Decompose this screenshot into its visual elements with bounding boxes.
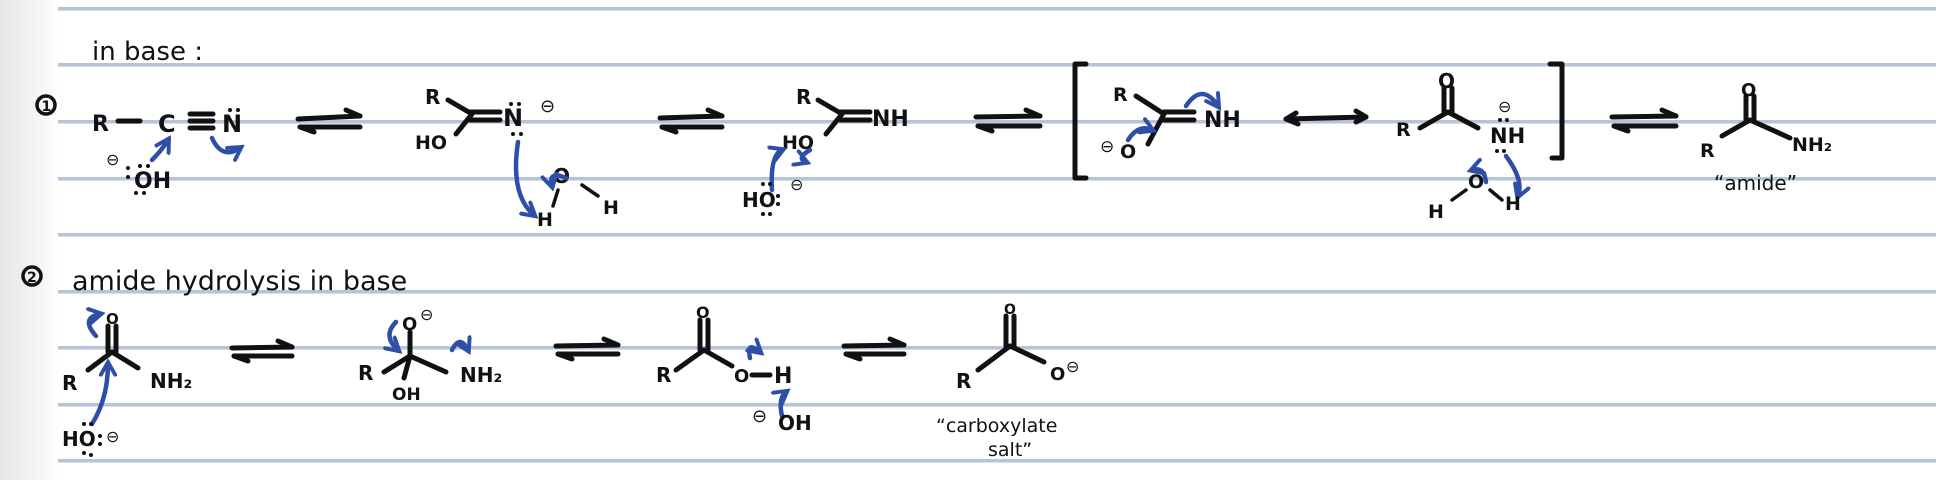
svg-text:HO: HO xyxy=(782,132,814,154)
resonance-structure-b: R O NH ⊖ O H H xyxy=(1396,69,1525,223)
svg-text:R: R xyxy=(425,85,440,109)
svg-text:R: R xyxy=(1113,84,1128,106)
section-2-marker: 2 xyxy=(21,265,43,287)
svg-text:N: N xyxy=(222,110,242,138)
svg-text:O: O xyxy=(696,303,710,322)
svg-text:O: O xyxy=(106,310,119,328)
svg-text:H: H xyxy=(774,364,792,389)
svg-text:O: O xyxy=(1004,302,1016,318)
imidic-acid: R NH HO HO ⊖ xyxy=(742,85,909,216)
svg-text:NH: NH xyxy=(872,107,909,132)
svg-text:C: C xyxy=(158,110,176,138)
right-bracket xyxy=(1547,61,1565,161)
rule-line xyxy=(58,63,1936,67)
svg-text:R: R xyxy=(656,363,671,387)
rule-line xyxy=(58,346,1936,350)
svg-text:O: O xyxy=(1050,364,1065,385)
rule-line xyxy=(58,459,1936,463)
svg-text:⊖: ⊖ xyxy=(1100,137,1114,157)
equilibrium-arrow xyxy=(553,336,621,362)
carboxylic-acid: R O O H ⊖ OH xyxy=(656,303,812,435)
svg-text:⊖: ⊖ xyxy=(540,96,555,117)
amide-reactant: R O NH₂ HO ⊖ xyxy=(62,310,192,457)
svg-text:R: R xyxy=(358,361,373,385)
equilibrium-arrow xyxy=(973,107,1043,134)
svg-text:H: H xyxy=(1505,193,1521,215)
svg-text:HO: HO xyxy=(742,188,776,212)
svg-text:1: 1 xyxy=(42,99,52,115)
svg-text:R: R xyxy=(1396,119,1411,141)
svg-text:O: O xyxy=(1468,171,1484,193)
carboxylate-label-line2: salt” xyxy=(988,439,1032,461)
left-bracket xyxy=(1072,61,1089,181)
equilibrium-arrow xyxy=(229,338,295,364)
tetrahedral-intermediate: R O ⊖ OH NH₂ xyxy=(358,305,502,405)
svg-text:H: H xyxy=(537,209,553,231)
rule-line xyxy=(58,177,1936,181)
section-1-marker: 1 xyxy=(35,94,57,116)
svg-text:N: N xyxy=(503,104,523,132)
rule-line xyxy=(58,290,1936,294)
svg-text:O: O xyxy=(1120,141,1136,163)
svg-text:NH₂: NH₂ xyxy=(460,363,502,387)
svg-text:R: R xyxy=(1700,140,1715,162)
section-2-title: amide hydrolysis in base xyxy=(72,266,407,297)
carboxylate-label-line1: “carboxylate xyxy=(936,415,1057,437)
svg-text:R: R xyxy=(92,112,109,137)
svg-text:⊖: ⊖ xyxy=(1498,97,1511,116)
equilibrium-arrow xyxy=(295,107,363,135)
equilibrium-arrow xyxy=(1609,107,1679,134)
rule-line xyxy=(58,7,1936,11)
svg-text:NH: NH xyxy=(1490,124,1525,148)
svg-text:⊖: ⊖ xyxy=(1066,357,1079,376)
svg-text:H: H xyxy=(603,197,619,219)
svg-text:NH₂: NH₂ xyxy=(1792,134,1832,156)
condition-label: in base : xyxy=(92,37,203,67)
svg-text:⊖: ⊖ xyxy=(106,427,119,446)
svg-text:⊖: ⊖ xyxy=(790,175,803,194)
equilibrium-arrow xyxy=(657,107,725,135)
svg-text:⊖: ⊖ xyxy=(420,305,433,324)
resonance-structure-a: R NH ⊖ O xyxy=(1100,84,1241,163)
svg-text:OH: OH xyxy=(134,169,171,194)
svg-text:O: O xyxy=(734,366,749,387)
svg-text:O: O xyxy=(1438,69,1455,93)
imidate-anion: R HO N ⊖ O H H xyxy=(415,85,619,231)
svg-text:HO: HO xyxy=(415,132,447,154)
svg-text:HO: HO xyxy=(62,427,96,451)
svg-text:⊖: ⊖ xyxy=(752,406,767,427)
nitrile-molecule: R C N ⊖ OH xyxy=(92,108,242,195)
svg-text:O: O xyxy=(402,314,417,335)
svg-text:OH: OH xyxy=(392,385,421,405)
page-left-margin xyxy=(0,0,60,480)
rule-line xyxy=(58,403,1936,407)
svg-text:NH: NH xyxy=(1204,108,1241,133)
rule-line xyxy=(58,233,1936,237)
equilibrium-arrow xyxy=(841,336,907,362)
svg-text:H: H xyxy=(1428,201,1444,223)
svg-text:NH₂: NH₂ xyxy=(150,369,192,393)
svg-text:OH: OH xyxy=(778,411,812,435)
amide-product: R O NH₂ “amide” xyxy=(1700,80,1832,195)
svg-text:O: O xyxy=(1741,80,1756,101)
svg-text:R: R xyxy=(956,369,971,393)
carboxylate-product: R O O ⊖ “carboxylate salt” xyxy=(936,302,1079,461)
amide-label: “amide” xyxy=(1714,171,1797,195)
svg-text:2: 2 xyxy=(27,270,37,286)
svg-text:R: R xyxy=(62,371,77,395)
svg-text:R: R xyxy=(796,85,811,109)
resonance-arrow xyxy=(1283,108,1369,127)
svg-text:⊖: ⊖ xyxy=(106,150,119,169)
